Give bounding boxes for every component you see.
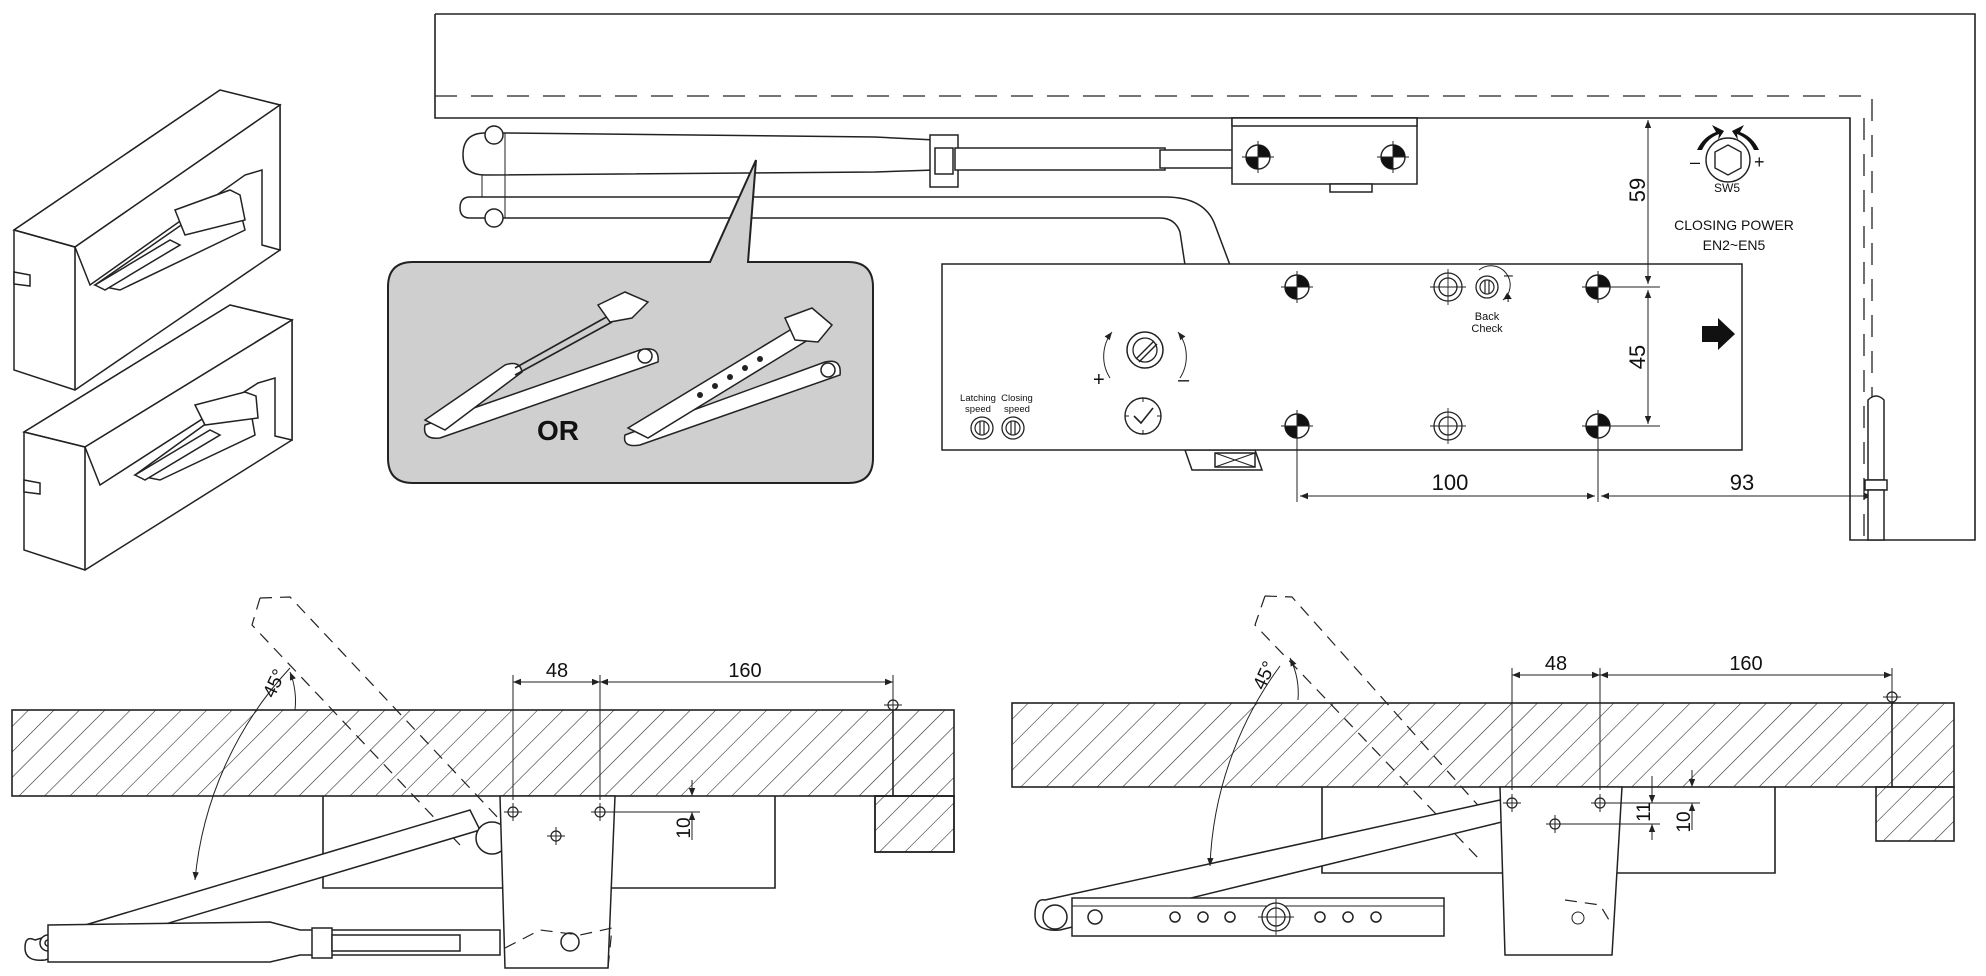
speed-adjusters: Latching speed Closing speed: [960, 393, 1033, 440]
valve-plus: +: [1093, 369, 1105, 391]
latching-label-2: speed: [965, 404, 991, 415]
back-check-label-1: Back: [1475, 311, 1500, 323]
section-left: 45° 48 160 10: [11, 596, 955, 969]
dim-59: 59: [1625, 178, 1650, 202]
back-check-screw-icon: [1475, 275, 1499, 299]
iso-view-top: [12, 89, 282, 391]
section-right: 45° 48 160 11 10: [1011, 595, 1955, 956]
right-angle: 45°: [1249, 658, 1280, 693]
dim-100: 100: [1432, 470, 1469, 495]
latching-label-1: Latching: [960, 393, 996, 404]
left-dim-10: 10: [674, 817, 695, 838]
back-check-minus: –: [1504, 267, 1513, 284]
top-view-frame: [434, 13, 1976, 541]
closing-label-2: speed: [1004, 404, 1030, 415]
hex-key-icon: [1705, 137, 1751, 183]
dim-93: 93: [1730, 470, 1754, 495]
or-label: OR: [537, 415, 579, 446]
back-check-label-2: Check: [1471, 323, 1503, 335]
sw5-label: SW5: [1714, 181, 1740, 195]
clock-icon: [1124, 397, 1162, 435]
sw5-plus: +: [1754, 152, 1765, 172]
standard-arm-icon: [423, 291, 659, 439]
closing-power-label: CLOSING POWER: [1674, 217, 1794, 233]
top-view-vertical-dims: 59 45: [1598, 120, 1660, 427]
closing-screw-icon: [1001, 416, 1025, 440]
left-angle: 45°: [259, 666, 290, 701]
arm-options-callout: OR: [387, 159, 874, 484]
right-dim-10: 10: [1674, 811, 1695, 832]
closer-body: [941, 263, 1743, 471]
back-check-plus: +: [1504, 290, 1512, 306]
frame-bracket: [1231, 117, 1418, 193]
right-dim-11: 11: [1634, 802, 1655, 822]
top-view-horizontal-dims: 100 93: [1296, 440, 1872, 502]
dim-45: 45: [1625, 345, 1650, 369]
right-dim-48: 48: [1545, 653, 1567, 675]
closing-label-1: Closing: [1001, 393, 1033, 404]
speed-valve: + –: [1093, 331, 1190, 435]
valve-minus: –: [1178, 369, 1190, 391]
direction-arrow-icon: [1702, 318, 1735, 350]
adjustable-arm-icon: [623, 307, 841, 447]
closer-arm-top: [459, 125, 1241, 266]
iso-view-bottom: [22, 304, 294, 571]
left-dim-48: 48: [546, 660, 568, 682]
closing-power-range: EN2~EN5: [1703, 237, 1766, 253]
right-dim-160: 160: [1729, 653, 1762, 675]
left-dim-160: 160: [728, 660, 761, 682]
pivot-pin: [1864, 395, 1888, 541]
latching-screw-icon: [970, 416, 994, 440]
closing-power-adjust: – + SW5 CLOSING POWER EN2~EN5: [1674, 125, 1794, 253]
sw5-minus: –: [1690, 152, 1700, 172]
back-check-valve: – + Back Check: [1471, 265, 1513, 335]
